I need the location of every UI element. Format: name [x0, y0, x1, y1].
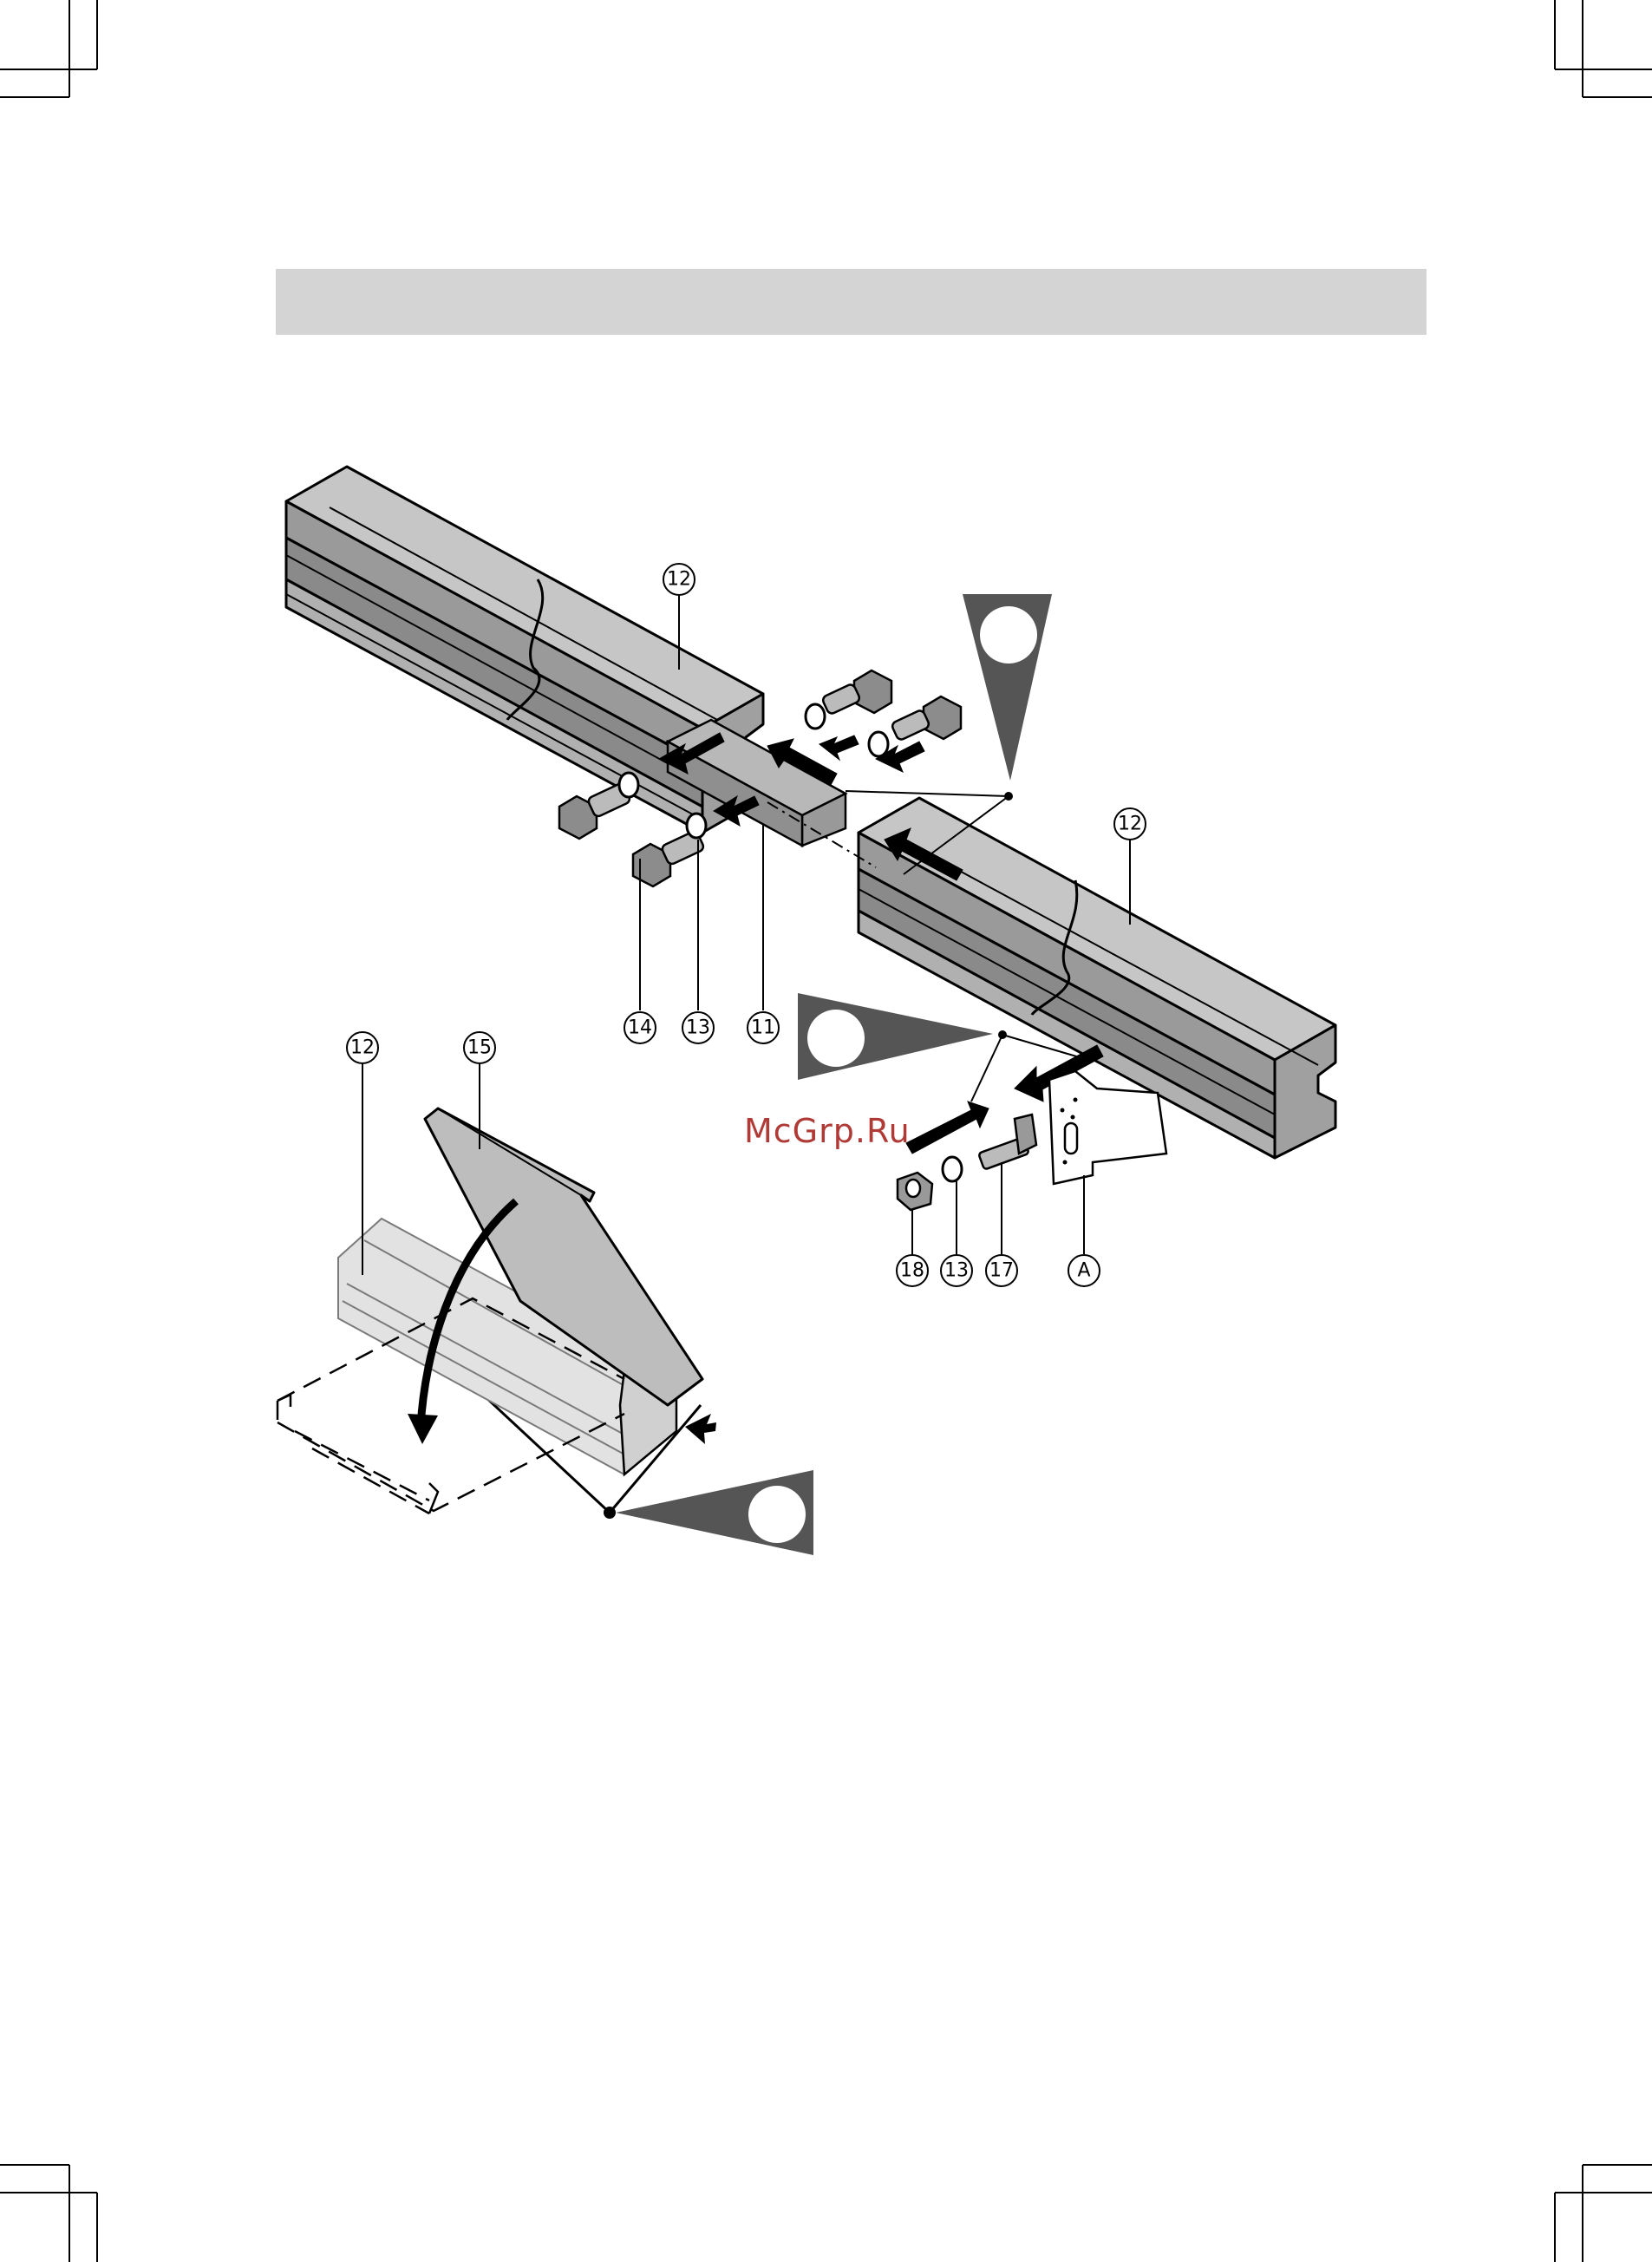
callout-12-upper-left: 12 — [667, 569, 691, 591]
callout-17: 17 — [989, 1260, 1014, 1282]
callout-15: 15 — [467, 1037, 492, 1059]
hex-nut-18 — [898, 1173, 932, 1210]
bolt-upper-right-1 — [821, 670, 891, 715]
callout-12-right: 12 — [1118, 814, 1142, 835]
callout-11: 11 — [751, 1017, 775, 1039]
callout-18: 18 — [900, 1260, 924, 1282]
callout-a: A — [1077, 1260, 1090, 1282]
callout-14: 14 — [628, 1017, 652, 1039]
callout-13-upper: 13 — [686, 1017, 710, 1039]
dashed-outline-caps — [278, 1395, 438, 1513]
callout-12-lower: 12 — [350, 1037, 375, 1059]
t-bolt-17 — [978, 1115, 1036, 1170]
callout-13-lower: 13 — [944, 1260, 969, 1282]
bolt-upper-right-2 — [891, 696, 961, 741]
watermark-text: McGrp.Ru — [744, 1112, 911, 1150]
